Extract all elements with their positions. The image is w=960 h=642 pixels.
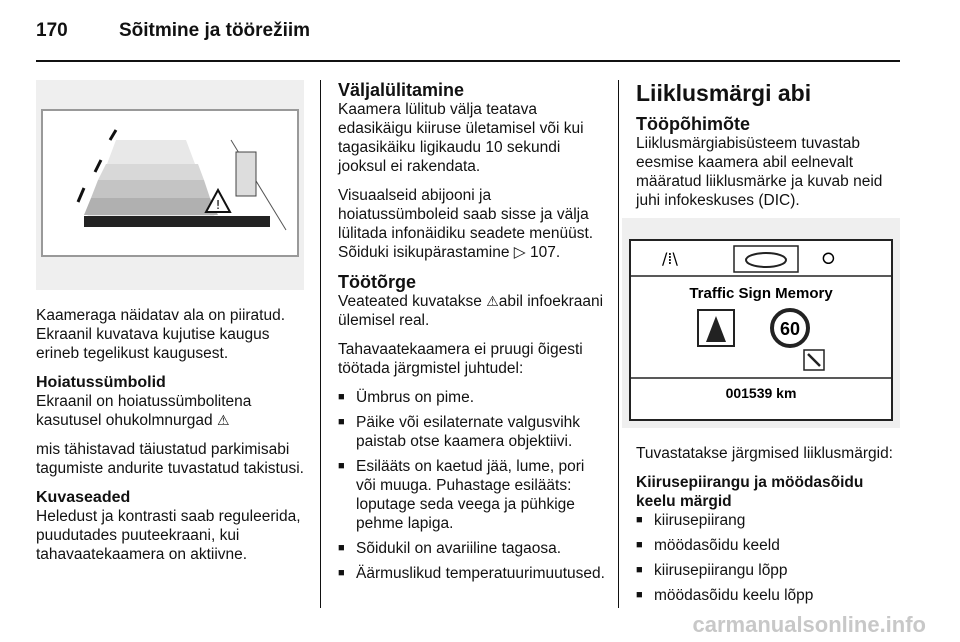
column-divider-2 [618,80,619,608]
fault-conditions-list: Ümbrus on pime. Päike või esilaternate v… [338,388,606,583]
column-2: Väljalülitamine Kaamera lülitub välja te… [338,80,606,593]
list-item: Esilääts on kaetud jää, lume, pori või m… [338,457,606,533]
car-icon [745,252,787,268]
list-item: möödasõidu keelu lõpp [636,586,904,605]
page-ref-arrow-icon: ▷ [513,244,526,261]
page-header: 170 Sõitmine ja töörežiim [36,20,310,42]
display-label: Traffic Sign Memory [689,285,833,302]
odometer: 001539 km [726,385,797,401]
column-3: Liiklusmärgi abi Tööpõhimõte Liiklusmärg… [636,80,904,220]
speed-value: 60 [780,319,800,339]
fault-heading: Töötõrge [338,272,416,292]
lane-assist-icon: /⁞\ [662,249,678,268]
display-settings-heading: Kuvaseaded [36,489,131,506]
list-item: Päike või esilaternate valgusvihk paista… [338,413,606,451]
list-item: Äärmuslikud temperatuurimuutused. [338,564,606,583]
deactivation-text: Kaamera lülitub välja teatava edasikäigu… [338,101,584,175]
rear-camera-figure: ! [36,80,304,290]
warning-triangle-icon: ⚠ [216,412,230,428]
header-rule [36,60,900,62]
column-divider-1 [320,80,321,608]
svg-text:!: ! [216,198,221,212]
warning-triangle-icon: ⚠ [486,293,499,309]
list-item: Sõidukil on avariiline tagaosa. [338,539,606,558]
fault-conditions-text: Tahavaatekaamera ei pruugi õigesti tööta… [338,341,583,377]
deactivation-heading: Väljalülitamine [338,80,465,100]
warning-symbols-text-2: mis tähistavad täiustatud parkimisabi ta… [36,441,304,477]
sign-types-list: kiirusepiirang möödasõidu keeld kiirusep… [636,511,904,605]
column-1: Kaameraga näidatav ala on piiratud. Ekra… [36,306,308,574]
list-item: kiirusepiirangu lõpp [636,561,904,580]
list-item: Ümbrus on pime. [338,388,606,407]
page-ref[interactable]: 107. [530,244,561,261]
detected-signs-text: Tuvastatakse järgmised liiklusmärgid: [636,445,893,462]
column-3-lower: Tuvastatakse järgmised liiklusmärgid: Ki… [636,444,904,615]
list-item: kiirusepiirang [636,511,904,530]
warning-symbols-text: Ekraanil on hoiatussümbolitena kasutusel… [36,393,252,429]
page-number: 170 [36,20,68,41]
watermark: carmanualsonline.info [692,612,927,637]
traffic-sign-heading: Liiklusmärgi abi [636,80,812,106]
warning-symbols-heading: Hoiatussümbolid [36,374,166,391]
speed-limit-sign [770,308,810,348]
fault-text-a: Veateated kuvatakse [338,293,482,310]
sign-icon: ⭘ [822,249,835,268]
fault-text-b: abil infoekraani ülemisel real. [338,293,604,329]
guidelines-text: Visuaalseid abijooni ja hoiatussümboleid… [338,187,594,261]
list-item: möödasõidu keeld [636,536,904,555]
rear-camera-illustration: ! [41,109,299,257]
page-title: Sõitmine ja töörežiim [118,20,311,41]
speed-signs-heading: Kiirusepiirangu ja möödasõidu keelu märg… [636,474,864,510]
dic-display-illustration: /⁞\ ⭘ Traffic Sign Memory 60 001539 km [629,239,893,421]
display-settings-text: Heledust ja kontrasti saab reguleerida, … [36,508,301,563]
principle-text: Liiklusmärgiabisüsteem tuvastab eesmise … [636,135,883,209]
dic-display-figure: /⁞\ ⭘ Traffic Sign Memory 60 001539 km [622,218,900,428]
principle-heading: Tööpõhimõte [636,114,750,134]
camera-range-text: Kaameraga näidatav ala on piiratud. Ekra… [36,307,286,362]
